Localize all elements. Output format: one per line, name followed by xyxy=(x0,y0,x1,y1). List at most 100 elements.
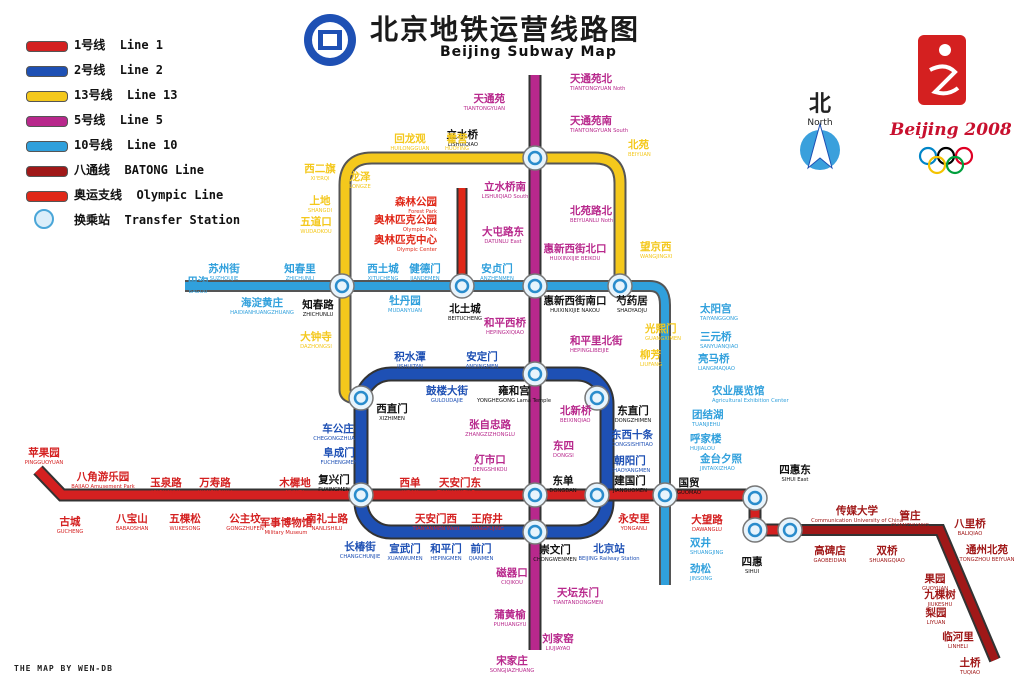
line-2-swatch xyxy=(26,66,68,77)
map-credit: THE MAP BY WEN-DB xyxy=(14,664,113,673)
transfer-station-icon xyxy=(522,361,548,387)
legend-cn: 10号线 xyxy=(74,138,113,152)
transfer-station-icon xyxy=(742,485,768,511)
station-name-en: Communication University of China xyxy=(811,518,903,524)
station-name-en: DATUNLU East xyxy=(484,239,521,245)
station-name-en: TIANTANDONGMEN xyxy=(552,600,603,606)
station-name-en: ANDINGMEN xyxy=(466,364,499,370)
station-name-cn: 八里桥 xyxy=(953,517,986,530)
station-name-en: HEPINGMEN xyxy=(430,556,461,562)
station-name-cn: 崇文门 xyxy=(539,543,571,556)
station-name-en: CHAOYANGMEN xyxy=(610,468,651,474)
station-name-cn: 海淀黄庄 xyxy=(241,296,283,309)
station-name-en: SANYUANQIAO xyxy=(700,344,738,350)
station-name-cn: 奥林匹克中心 xyxy=(374,233,437,246)
station-name-cn: 森林公园 xyxy=(394,195,437,208)
transfer-station-icon xyxy=(584,482,610,508)
station-name-cn: 阜成门 xyxy=(323,446,355,459)
station-name-cn: 天安门东 xyxy=(439,476,481,489)
station-name-en: BEIYUANLU Noth xyxy=(570,218,613,224)
legend-en: Transfer Station xyxy=(124,213,241,227)
legend-cn: 换乘站 xyxy=(74,213,111,227)
legend-en: Olympic Line xyxy=(136,188,224,202)
station-name-cn: 呼家楼 xyxy=(690,432,722,445)
station-name-en: GUCHENG xyxy=(57,529,84,535)
station-name-en: XUANWUMEN xyxy=(387,556,422,562)
station-name-en: CIQIKOU xyxy=(501,580,523,586)
station-name-cn: 大望路 xyxy=(691,513,723,526)
station-name-en: JINSONG xyxy=(689,576,712,582)
station-name-en: LIANGMAQIAO xyxy=(698,366,735,372)
station-name-en: SIHUI xyxy=(745,569,760,575)
station-name-en: JIUKESHU xyxy=(927,602,953,608)
station-name-cn: 雍和宫 xyxy=(498,384,530,397)
station-name-en: YONGANLI xyxy=(620,526,648,532)
legend-cn: 5号线 xyxy=(74,113,106,127)
station-name-cn: 三元桥 xyxy=(700,330,732,343)
station-name-en: XITUCHENG xyxy=(368,276,399,282)
station-name-cn: 西直门 xyxy=(376,402,408,415)
station-name-en: GUOYUAN xyxy=(922,586,948,592)
station-name-cn: 长椿街 xyxy=(344,540,376,553)
station-name-en: BAGOU xyxy=(189,289,208,295)
station-name-en: JISHUITAN xyxy=(396,364,423,370)
station-name-en: MUDANYUAN xyxy=(388,308,422,314)
station-name-cn: 回龙观 xyxy=(394,132,426,145)
station-name-cn: 南礼士路 xyxy=(306,512,348,525)
station-name-en: HUIXINXIJIE NAKOU xyxy=(550,308,600,314)
station-name-en: SHANGDI xyxy=(308,208,333,214)
station-name-en: JIANGUOMEN xyxy=(612,488,647,494)
station-name-cn: 巴沟 xyxy=(188,275,209,288)
station-name-cn: 北新桥 xyxy=(560,404,592,417)
station-name-en: QIANMEN xyxy=(469,556,494,562)
station-name-cn: 农业展览馆 xyxy=(711,384,765,397)
station-name-en: HUILONGGUAN xyxy=(390,146,429,152)
station-name-cn: 西二旗 xyxy=(304,162,336,175)
station-name-cn: 公主坟 xyxy=(229,512,261,525)
station-name-en: ZHICHUNLI xyxy=(286,276,315,282)
line-10-swatch xyxy=(26,141,68,152)
station-name-cn: 高碑店 xyxy=(814,544,846,557)
station-name-en: Forest Park xyxy=(408,209,437,215)
station-name-cn: 知春里 xyxy=(284,262,316,275)
station-name-cn: 北土城 xyxy=(449,302,481,315)
station-name-en: FUCHENGMEN xyxy=(320,460,357,466)
station-name-cn: 和平门 xyxy=(429,542,462,555)
station-name-cn: 朝阳门 xyxy=(614,454,646,467)
legend-en: BATONG Line xyxy=(124,163,204,177)
station-name-cn: 惠新西街北口 xyxy=(544,242,607,255)
station-name-en: LISHUIQIAO xyxy=(448,142,478,148)
station-name-en: CHONGWENMEN xyxy=(533,557,577,563)
station-name-cn: 通州北苑 xyxy=(966,543,1008,556)
station-name-en: GONGZHUFEN xyxy=(226,526,264,532)
legend-cn: 2号线 xyxy=(74,63,106,77)
station-name-cn: 梨园 xyxy=(925,606,947,619)
station-name-cn: 惠新西街南口 xyxy=(544,294,607,307)
station-name-cn: 柳芳 xyxy=(640,348,661,361)
transfer-station-icon xyxy=(584,385,610,411)
